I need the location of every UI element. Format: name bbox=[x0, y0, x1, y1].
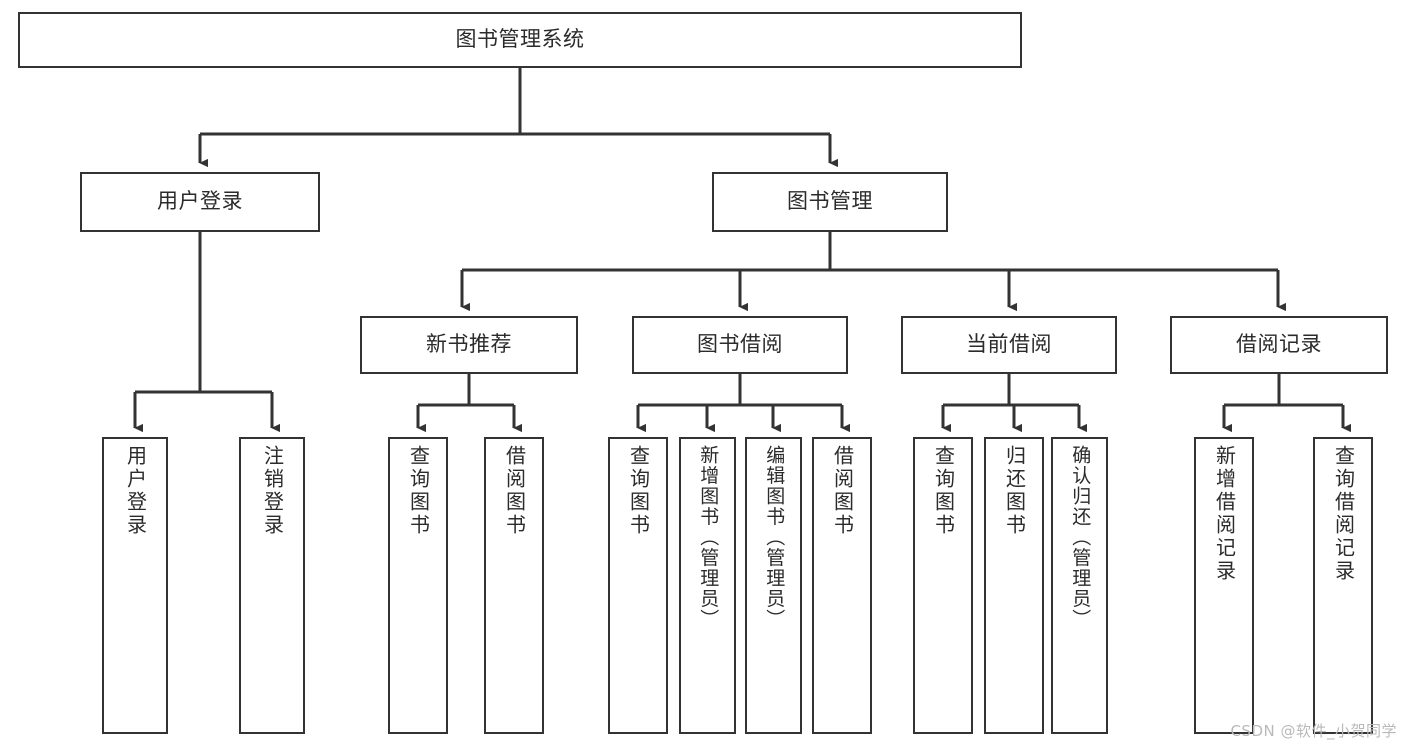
node-label: 归还图书 bbox=[1002, 445, 1027, 537]
node-leaf-leaf-rec-query-book[interactable]: 查询图书 bbox=[388, 437, 448, 734]
node-label: 图书管理系统 bbox=[455, 27, 585, 52]
node-label: 图书管理 bbox=[787, 189, 873, 214]
node-leaf-leaf-rec-borrow-book[interactable]: 借阅图书 bbox=[484, 437, 544, 734]
node-label: 用户登录 bbox=[123, 445, 148, 537]
node-leaf-leaf-borrow-query-book[interactable]: 查询图书 bbox=[608, 437, 668, 734]
node-leaf-leaf-borrow-edit-book[interactable]: 编辑图书（管理员） bbox=[745, 437, 802, 734]
node-leaf-leaf-borrow-add-book[interactable]: 新增图书（管理员） bbox=[679, 437, 736, 734]
node-leaf-leaf-cur-confirm-return[interactable]: 确认归还（管理员） bbox=[1051, 437, 1108, 734]
node-leaf-leaf-user-login[interactable]: 用户登录 bbox=[102, 437, 168, 734]
node-label: 借阅记录 bbox=[1236, 332, 1322, 357]
node-label: 编辑图书（管理员） bbox=[763, 445, 786, 630]
node-leaf-leaf-cur-return-book[interactable]: 归还图书 bbox=[984, 437, 1044, 734]
node-label: 新增借阅记录 bbox=[1212, 445, 1237, 583]
node-label: 新书推荐 bbox=[426, 332, 512, 357]
node-l2-user-login[interactable]: 用户登录 bbox=[80, 172, 320, 232]
node-label: 查询图书 bbox=[626, 445, 651, 537]
node-l3-new-book-recommend[interactable]: 新书推荐 bbox=[360, 316, 578, 374]
watermark-text: CSDN @软件_小贺同学 bbox=[1230, 722, 1397, 740]
node-leaf-leaf-rec-add-record[interactable]: 新增借阅记录 bbox=[1194, 437, 1254, 734]
node-label: 确认归还（管理员） bbox=[1069, 445, 1092, 630]
node-root-system[interactable]: 图书管理系统 bbox=[18, 12, 1022, 68]
node-l2-book-manage[interactable]: 图书管理 bbox=[712, 172, 948, 232]
node-l3-book-borrow[interactable]: 图书借阅 bbox=[632, 316, 848, 374]
node-label: 借阅图书 bbox=[830, 445, 855, 537]
node-l3-current-borrow[interactable]: 当前借阅 bbox=[901, 316, 1117, 374]
node-l3-borrow-record[interactable]: 借阅记录 bbox=[1170, 316, 1388, 374]
node-label: 查询借阅记录 bbox=[1331, 445, 1356, 583]
node-label: 用户登录 bbox=[157, 189, 243, 214]
node-label: 当前借阅 bbox=[966, 332, 1052, 357]
node-leaf-leaf-rec-query-record[interactable]: 查询借阅记录 bbox=[1313, 437, 1373, 734]
node-label: 新增图书（管理员） bbox=[697, 445, 720, 630]
node-leaf-leaf-borrow-lend-book[interactable]: 借阅图书 bbox=[812, 437, 872, 734]
node-label: 借阅图书 bbox=[502, 445, 527, 537]
node-label: 查询图书 bbox=[931, 445, 956, 537]
node-leaf-leaf-cur-query-book[interactable]: 查询图书 bbox=[913, 437, 973, 734]
node-label: 图书借阅 bbox=[697, 332, 783, 357]
node-label: 注销登录 bbox=[260, 445, 285, 537]
node-label: 查询图书 bbox=[406, 445, 431, 537]
node-leaf-leaf-user-logout[interactable]: 注销登录 bbox=[239, 437, 305, 734]
